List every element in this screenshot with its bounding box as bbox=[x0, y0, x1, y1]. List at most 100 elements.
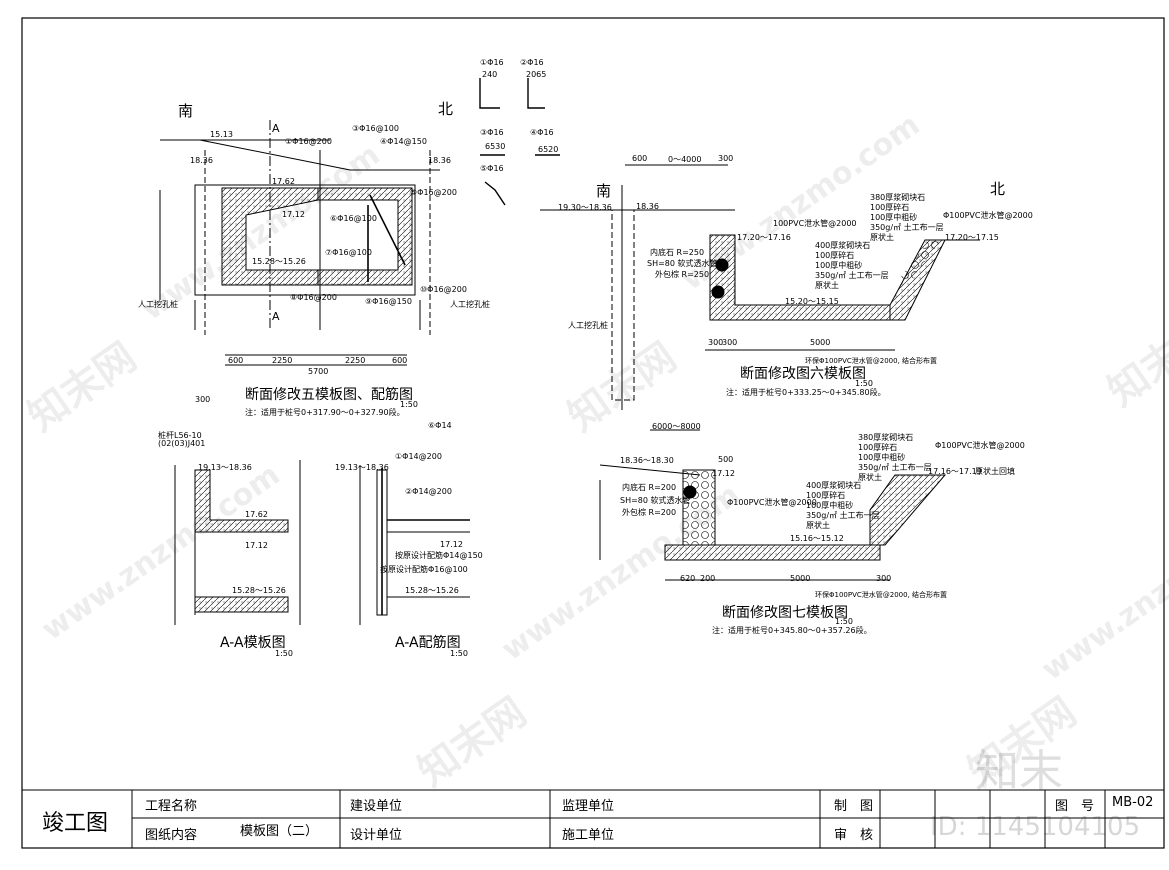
layer-label: 100厚碎石 bbox=[815, 251, 855, 260]
dim-label: 5000 bbox=[810, 338, 831, 347]
elevation-label: 19.13～18.36 bbox=[335, 463, 389, 472]
elevation-label: 18.36～18.30 bbox=[620, 456, 674, 465]
layer-label: 350g/㎡ 土工布一层 bbox=[858, 463, 932, 472]
layer-label: 380厚浆砌块石 bbox=[858, 433, 914, 442]
pipe-label: 100PVC泄水管@2000 bbox=[773, 219, 857, 228]
rebar-label: ②Φ14@200 bbox=[405, 487, 452, 496]
rebar-label: ⑤Φ16@200 bbox=[410, 188, 457, 197]
bar-label: 2065 bbox=[526, 70, 547, 79]
layer-label: SH=80 软式透水管 bbox=[647, 259, 718, 268]
dim-label: 2250 bbox=[272, 356, 293, 365]
layer-label: 400厚浆砌块石 bbox=[815, 241, 871, 250]
elevation-label: 17.12 bbox=[712, 469, 735, 478]
dim-label: 300 bbox=[195, 395, 211, 404]
drawing-scale: 1:50 bbox=[400, 400, 418, 409]
rebar-label: ⑩Φ16@200 bbox=[420, 285, 467, 294]
dim-label: 5000 bbox=[790, 574, 811, 583]
bar-label: 6520 bbox=[538, 145, 559, 154]
elevation-label: 18.36 bbox=[190, 156, 213, 165]
aa-template-lines bbox=[174, 460, 301, 625]
dim-label: 5700 bbox=[308, 367, 329, 376]
construction-unit-label: 建设单位 bbox=[350, 799, 403, 814]
layer-label: 原状土回填 bbox=[975, 467, 1015, 476]
elevation-label: 17.62 bbox=[272, 177, 295, 186]
south-label: 南 bbox=[596, 182, 612, 200]
drawing-title: 断面修改图六模板图 bbox=[740, 366, 866, 382]
layer-label: 100厚碎石 bbox=[806, 491, 846, 500]
bar-label: ②Φ16 bbox=[520, 58, 544, 67]
pipe-label: Φ100PVC泄水管@2000 bbox=[943, 211, 1033, 220]
layer-label: 原状土 bbox=[870, 233, 894, 242]
elevation-label: 17.12 bbox=[282, 210, 305, 219]
pipe-label: Φ100PVC泄水管@2000 bbox=[935, 441, 1025, 450]
dim-label: 620 bbox=[680, 574, 696, 583]
rebar-label: ⑥Φ16@100 bbox=[330, 214, 377, 223]
design-unit-label: 设计单位 bbox=[350, 828, 403, 843]
rebar-label: ①Φ16@200 bbox=[285, 137, 332, 146]
dim-label: 200 bbox=[700, 574, 716, 583]
drawing-scale: 1:50 bbox=[855, 379, 873, 388]
drawing-content-value: 模板图（二） bbox=[240, 824, 319, 839]
review-label: 审 核 bbox=[834, 828, 874, 843]
dim-label: 600 bbox=[392, 356, 408, 365]
layer-label: 100厚碎石 bbox=[870, 203, 910, 212]
bar-label: 240 bbox=[482, 70, 498, 79]
drawing-note: 注：适用于桩号0+333.25～0+345.80段。 bbox=[726, 388, 886, 397]
pile-label: 人工挖孔桩 bbox=[450, 300, 490, 309]
rebar-label: ⑧Φ16@200 bbox=[290, 293, 337, 302]
elevation-label: 18.36 bbox=[428, 156, 451, 165]
north-label: 北 bbox=[990, 180, 1006, 198]
elevation-label: 15.28～15.26 bbox=[405, 586, 459, 595]
bar-label: ⑤Φ16 bbox=[480, 164, 504, 173]
elevation-label: 17.16～17.13 bbox=[928, 467, 982, 476]
aa-rebar-lines bbox=[359, 465, 470, 625]
drawing-title: 断面修改图七模板图 bbox=[722, 605, 848, 621]
layer-label: 100厚中粗砂 bbox=[858, 453, 906, 462]
as-built-stamp: 竣工图 bbox=[42, 811, 109, 836]
builder-unit-label: 施工单位 bbox=[562, 828, 615, 843]
elevation-label: 17.20～17.16 bbox=[737, 233, 791, 242]
bar-label: ①Φ16 bbox=[480, 58, 504, 67]
supervision-unit-label: 监理单位 bbox=[562, 799, 615, 814]
drawing-scale: 1:50 bbox=[450, 649, 468, 658]
drawing-note: 注：适用于桩号0+317.90～0+327.90段。 bbox=[245, 408, 405, 417]
drawing-title: A-A模板图 bbox=[220, 635, 286, 651]
drawing-title: 断面修改五模板图、配筋图 bbox=[245, 387, 413, 403]
drawing-number-label: 图 号 bbox=[1055, 799, 1095, 814]
elevation-label: 17.12 bbox=[440, 540, 463, 549]
rebar-label: ③Φ16@100 bbox=[352, 124, 399, 133]
pipe-label: 环保Φ100PVC泄水管@2000, 结合形布置 bbox=[805, 357, 938, 365]
pile-label: 人工挖孔桩 bbox=[138, 300, 178, 309]
south-label: 南 bbox=[178, 102, 194, 120]
rebar-label: ④Φ14@150 bbox=[380, 137, 427, 146]
elevation-label: 17.62 bbox=[245, 510, 268, 519]
layer-label: 350g/㎡ 土工布一层 bbox=[870, 223, 944, 232]
dim-label: 2250 bbox=[345, 356, 366, 365]
rebar-label: 按原设计配筋Φ14@150 bbox=[395, 551, 483, 560]
elevation-label: 15.16～15.12 bbox=[790, 534, 844, 543]
drawing-7-lines bbox=[599, 429, 947, 581]
drawing-note: 注：适用于桩号0+345.80～0+357.26段。 bbox=[712, 626, 872, 635]
elevation-label: 18.36 bbox=[636, 202, 659, 211]
dim-label: 600 bbox=[228, 356, 244, 365]
rebar-label: ⑥Φ14 bbox=[428, 421, 452, 430]
drawing-number-value: MB-02 bbox=[1112, 795, 1154, 810]
layer-label: 350g/㎡ 土工布一层 bbox=[815, 271, 889, 280]
drawing-6-lines bbox=[540, 164, 980, 410]
north-label: 北 bbox=[438, 100, 454, 118]
elevation-label: 19.30～18.36 bbox=[558, 203, 612, 212]
dim-label: 300 bbox=[718, 154, 734, 163]
drawing-content-label: 图纸内容 bbox=[145, 828, 198, 843]
bar-label: ③Φ16 bbox=[480, 128, 504, 137]
drawn-by-label: 制 图 bbox=[834, 799, 874, 814]
dim-label: 6000～8000 bbox=[652, 422, 701, 431]
rebar-label: ①Φ14@200 bbox=[395, 452, 442, 461]
dim-label: 0～4000 bbox=[668, 155, 702, 164]
dim-label: 300 bbox=[876, 574, 892, 583]
section-marker: A bbox=[272, 122, 280, 135]
elevation-label: 19.13～18.36 bbox=[198, 463, 252, 472]
layer-label: 350g/㎡ 土工布一层 bbox=[806, 511, 880, 520]
drawing-title: A-A配筋图 bbox=[395, 635, 461, 651]
project-name-label: 工程名称 bbox=[145, 799, 198, 814]
